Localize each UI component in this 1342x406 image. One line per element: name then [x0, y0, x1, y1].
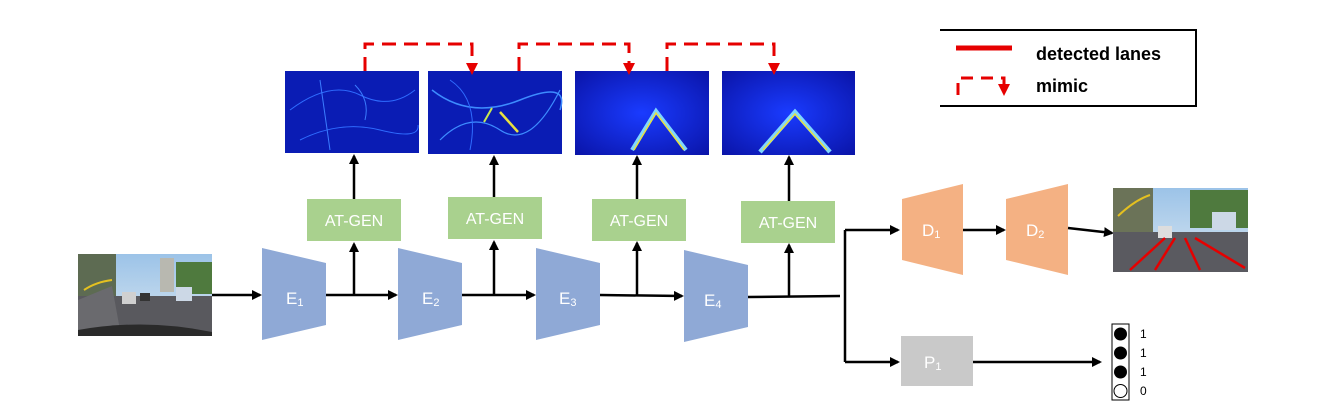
legend: detected lanes mimic — [940, 29, 1197, 107]
encoder-block-1 — [262, 248, 326, 340]
existence-dot-4 — [1113, 384, 1128, 398]
encoder-block-3 — [536, 248, 600, 340]
at-gen-label-1: AT-GEN — [325, 213, 383, 230]
at-gen-block-2 — [448, 197, 542, 239]
decoder-label-2: D2 — [1026, 221, 1044, 241]
at-gen-block-1 — [307, 199, 401, 241]
input-road-image — [78, 254, 212, 336]
at-gen-label-4: AT-GEN — [759, 215, 817, 232]
predictor-block — [901, 336, 973, 386]
decoder-block-2 — [1006, 184, 1068, 275]
at-gen-block-3 — [592, 199, 686, 241]
legend-mimic-label: mimic — [1036, 76, 1088, 96]
encoder-block-4 — [684, 250, 748, 342]
attention-map-1 — [285, 71, 419, 153]
existence-value-4: 0 — [1140, 384, 1147, 398]
existence-value-3: 1 — [1140, 365, 1147, 379]
legend-mimic-swatch — [956, 76, 1010, 96]
encoder-block-2 — [398, 248, 462, 340]
existence-dot-1 — [1114, 327, 1127, 341]
arrow-e4-out — [747, 294, 841, 299]
encoder-label-1: E1 — [286, 289, 303, 309]
decoder-label-1: D1 — [922, 221, 940, 241]
encoder-label-4: E4 — [704, 291, 721, 311]
output-lane-image — [1113, 188, 1248, 272]
attention-map-4 — [722, 71, 855, 155]
existence-dot-3 — [1114, 365, 1127, 379]
arrow-e3-e4 — [599, 290, 684, 301]
existence-value-2: 1 — [1140, 346, 1147, 360]
legend-detected-lanes-label: detected lanes — [1036, 44, 1161, 64]
predictor-label: P1 — [924, 353, 941, 373]
decoder-block-1 — [902, 184, 963, 275]
attention-map-3 — [575, 71, 709, 155]
existence-dot-2 — [1114, 346, 1127, 360]
encoder-label-3: E3 — [559, 289, 576, 309]
mimic-arrow-1 — [363, 42, 478, 75]
existence-value-1: 1 — [1140, 327, 1147, 341]
mimic-arrow-2 — [517, 42, 635, 75]
attention-map-2 — [428, 71, 563, 154]
lane-existence-vector: 1 1 1 0 — [1111, 323, 1147, 401]
at-gen-block-4 — [741, 201, 835, 243]
encoder-label-2: E2 — [422, 289, 439, 309]
at-gen-label-2: AT-GEN — [466, 211, 524, 228]
mimic-arrow-3 — [665, 42, 780, 75]
at-gen-label-3: AT-GEN — [610, 213, 668, 230]
